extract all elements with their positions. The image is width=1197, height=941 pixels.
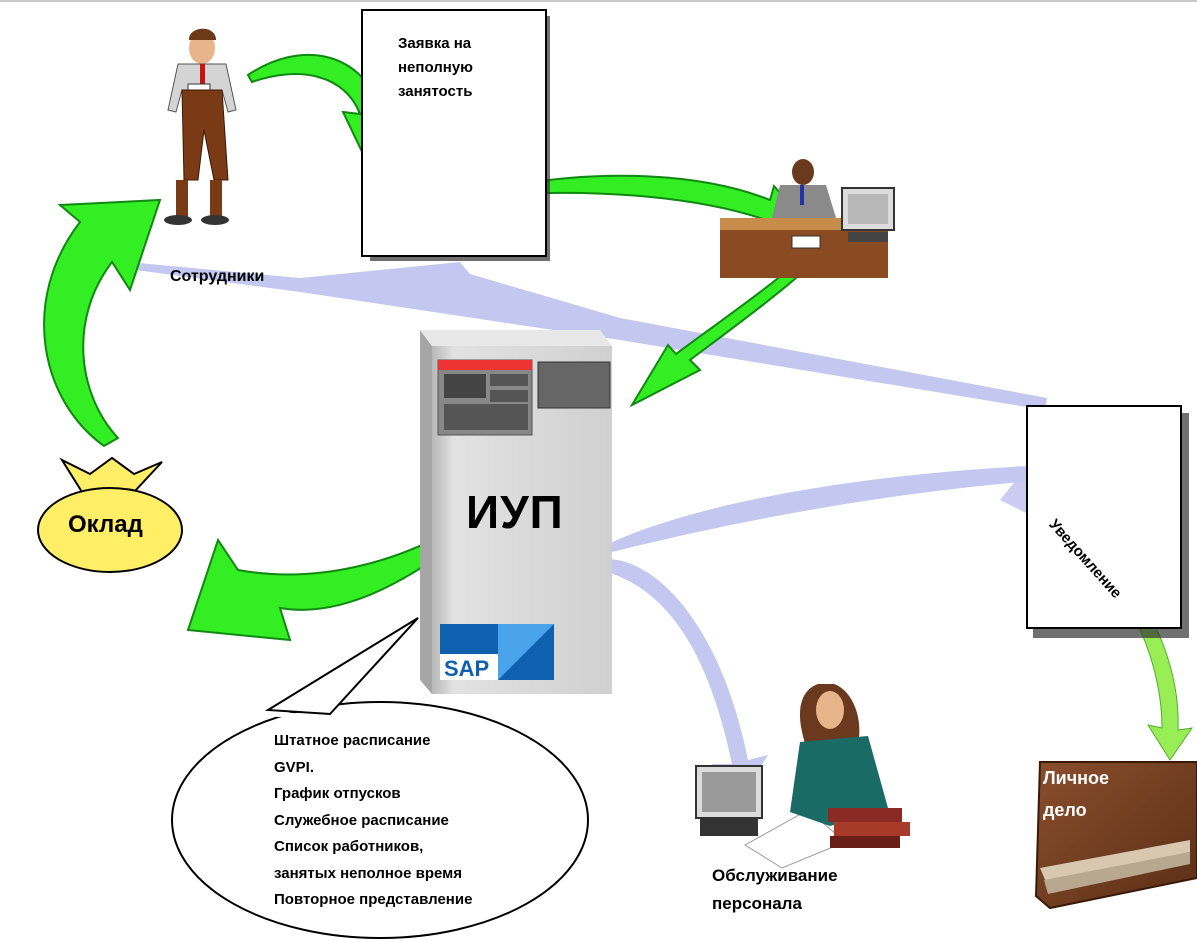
arrow-server-to-service [596, 559, 768, 800]
notification-document [1026, 405, 1189, 638]
callout-item: занятых неполное время [274, 864, 462, 882]
arrow-server-to-salary [186, 526, 464, 642]
personnel-file-line-1: Личное [1043, 768, 1110, 788]
top-border [0, 0, 1197, 2]
service-line-1: Обслуживание [712, 866, 838, 885]
callout-item: Повторное представление [274, 891, 473, 908]
callout-item: Штатное расписание [274, 732, 431, 749]
request-line-1: Заявка на [398, 35, 472, 52]
system-label: ИУП [466, 486, 564, 538]
woman-at-computer-icon [695, 684, 910, 869]
service-line-2: персонала [712, 894, 802, 913]
manager-at-desk-icon [720, 159, 895, 278]
personnel-file-label: Личное дело [1043, 762, 1109, 826]
arrow-server-to-notification [606, 465, 1050, 552]
personnel-file-line-2: дело [1043, 800, 1087, 820]
callout-item: Служебное расписание [274, 811, 449, 829]
man-with-paper-icon [164, 28, 237, 225]
sap-logo-text: SAP [444, 656, 489, 681]
request-document [361, 9, 550, 261]
callout-item: График отпусков [274, 785, 401, 802]
sap-logo-icon: SAP [440, 624, 554, 681]
request-document-text: Заявка на неполную занятость [398, 32, 473, 104]
request-line-3: занятость [398, 83, 473, 100]
callout-item: Список работников, [274, 838, 424, 855]
callout-item: GVPI. [274, 758, 315, 776]
employees-label: Сотрудники [170, 268, 265, 285]
arrow-salary-to-employees [43, 198, 162, 448]
callout-bubble [171, 617, 589, 939]
money-bag-icon [37, 456, 183, 573]
request-line-2: неполную [398, 59, 473, 76]
service-label: Обслуживание персонала [712, 862, 838, 918]
arrow-notification-to-employees [120, 262, 1047, 410]
book-icon [1034, 761, 1197, 910]
callout-list: Штатное расписание GVPI. График отпусков… [274, 728, 472, 914]
salary-label: Оклад [68, 511, 143, 538]
